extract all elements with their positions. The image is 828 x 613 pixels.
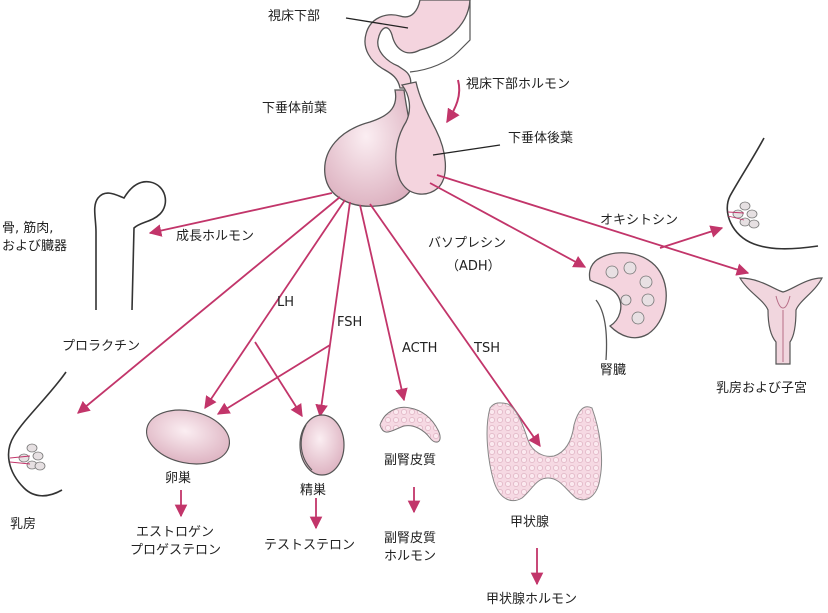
- kidney: [588, 252, 667, 361]
- label-growth-hormone: 成長ホルモン: [176, 229, 254, 244]
- testis: [299, 414, 345, 476]
- label-testis: 精巣: [300, 483, 326, 498]
- hypothalamus-stalk: [364, 0, 471, 89]
- label-tsh: TSH: [473, 341, 500, 356]
- label-vasopressin-line2: （ADH）: [446, 259, 501, 274]
- label-ovary: 卵巣: [165, 471, 191, 486]
- oxytocin-branch: [659, 225, 724, 249]
- label-vasopressin-line1: バソプレシン: [428, 236, 506, 251]
- label-prolactin: プロラクチン: [62, 339, 140, 354]
- gh-arrow: [148, 192, 333, 237]
- hormone-arrows: [77, 174, 750, 586]
- hypothalamic-hormone-arrow: [446, 79, 461, 124]
- breast-right: [726, 137, 819, 250]
- posterior-pituitary-lobe: [395, 81, 447, 195]
- acth-arrow: [359, 204, 408, 402]
- prolactin-arrow: [77, 196, 341, 414]
- fsh-arrow-testis: [315, 201, 351, 418]
- label-estrogen: エストロゲン: [136, 525, 214, 540]
- femur-bone: [93, 180, 167, 311]
- label-hypothalamic-hormone: 視床下部ホルモン: [466, 77, 570, 92]
- adrenal-gland: [379, 406, 441, 443]
- ovary: [145, 409, 231, 465]
- label-fsh: FSH: [337, 315, 362, 330]
- thyroid-gland: [486, 402, 603, 502]
- label-adrenal-cortex: 副腎皮質: [384, 453, 436, 468]
- label-oxytocin: オキシトシン: [600, 213, 678, 228]
- label-lh: LH: [277, 295, 294, 310]
- fsh-branch: [216, 344, 331, 415]
- label-bone-muscle-line2: および臓器: [2, 239, 67, 254]
- label-breast-uterus: 乳房および子宮: [716, 380, 807, 396]
- label-hypothalamus: 視床下部: [268, 9, 320, 24]
- label-anterior-pituitary: 下垂体前葉: [262, 100, 327, 116]
- lh-arrow-ovary: [204, 199, 346, 410]
- label-bone-muscle-line1: 骨, 筋肉,: [2, 220, 53, 236]
- uterus: [738, 277, 823, 365]
- label-posterior-pituitary: 下垂体後葉: [508, 131, 573, 146]
- label-breast: 乳房: [10, 516, 36, 532]
- label-adrenal-hormone-line2: ホルモン: [384, 549, 436, 564]
- tsh-arrow: [369, 203, 541, 448]
- label-acth: ACTH: [402, 341, 437, 356]
- label-testosterone: テストステロン: [264, 538, 355, 553]
- oxytocin-arrow: [436, 174, 750, 276]
- lh-branch: [254, 341, 303, 418]
- label-progesterone: プロゲステロン: [130, 543, 221, 558]
- label-thyroid: 甲状腺: [510, 515, 549, 530]
- label-adrenal-hormone-line1: 副腎皮質: [384, 531, 436, 546]
- label-thyroid-hormone: 甲状腺ホルモン: [486, 592, 577, 607]
- breast-left: [7, 371, 67, 497]
- posterior-pointer: [432, 144, 501, 156]
- adh-arrow: [429, 182, 587, 268]
- label-kidney: 腎臓: [600, 363, 626, 378]
- hypothalamus-pointer: [345, 17, 409, 29]
